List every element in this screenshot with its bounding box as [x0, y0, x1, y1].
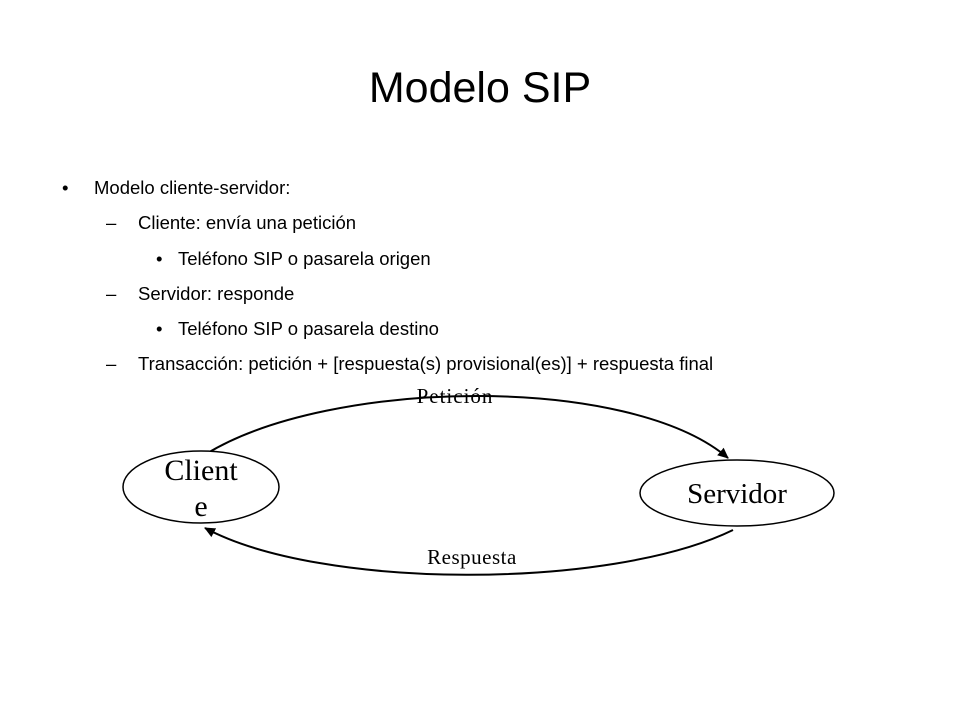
server-label: Servidor	[687, 478, 787, 510]
bullet-marker: •	[156, 248, 163, 269]
dash-marker: –	[106, 212, 117, 233]
bullet-item-servidor: Servidor: responde	[138, 283, 295, 304]
request-arrow	[205, 395, 729, 459]
response-arrow	[204, 527, 734, 576]
client-label-line2: e	[194, 490, 207, 523]
bullet-item-transaccion: Transacción: petición + [respuesta(s) pr…	[138, 353, 714, 374]
bullet-marker: •	[156, 318, 163, 339]
request-label: Petición	[417, 384, 494, 408]
dash-marker: –	[106, 283, 117, 304]
client-label-line1: Client	[164, 454, 238, 487]
response-label: Respuesta	[427, 545, 517, 569]
server-node	[639, 459, 835, 527]
bullet-item-telefono-destino: Teléfono SIP o pasarela destino	[178, 318, 439, 339]
client-node	[122, 450, 280, 524]
slide-title: Modelo SIP	[368, 64, 592, 112]
bullet-list: • Modelo cliente-servidor: – Cliente: en…	[62, 177, 714, 374]
bullet-marker: •	[62, 177, 69, 198]
bullet-item-cliente: Cliente: envía una petición	[138, 212, 357, 233]
bullet-item-telefono-origen: Teléfono SIP o pasarela origen	[178, 248, 431, 269]
dash-marker: –	[106, 353, 117, 374]
bullet-item-modelo: Modelo cliente-servidor:	[94, 177, 291, 198]
